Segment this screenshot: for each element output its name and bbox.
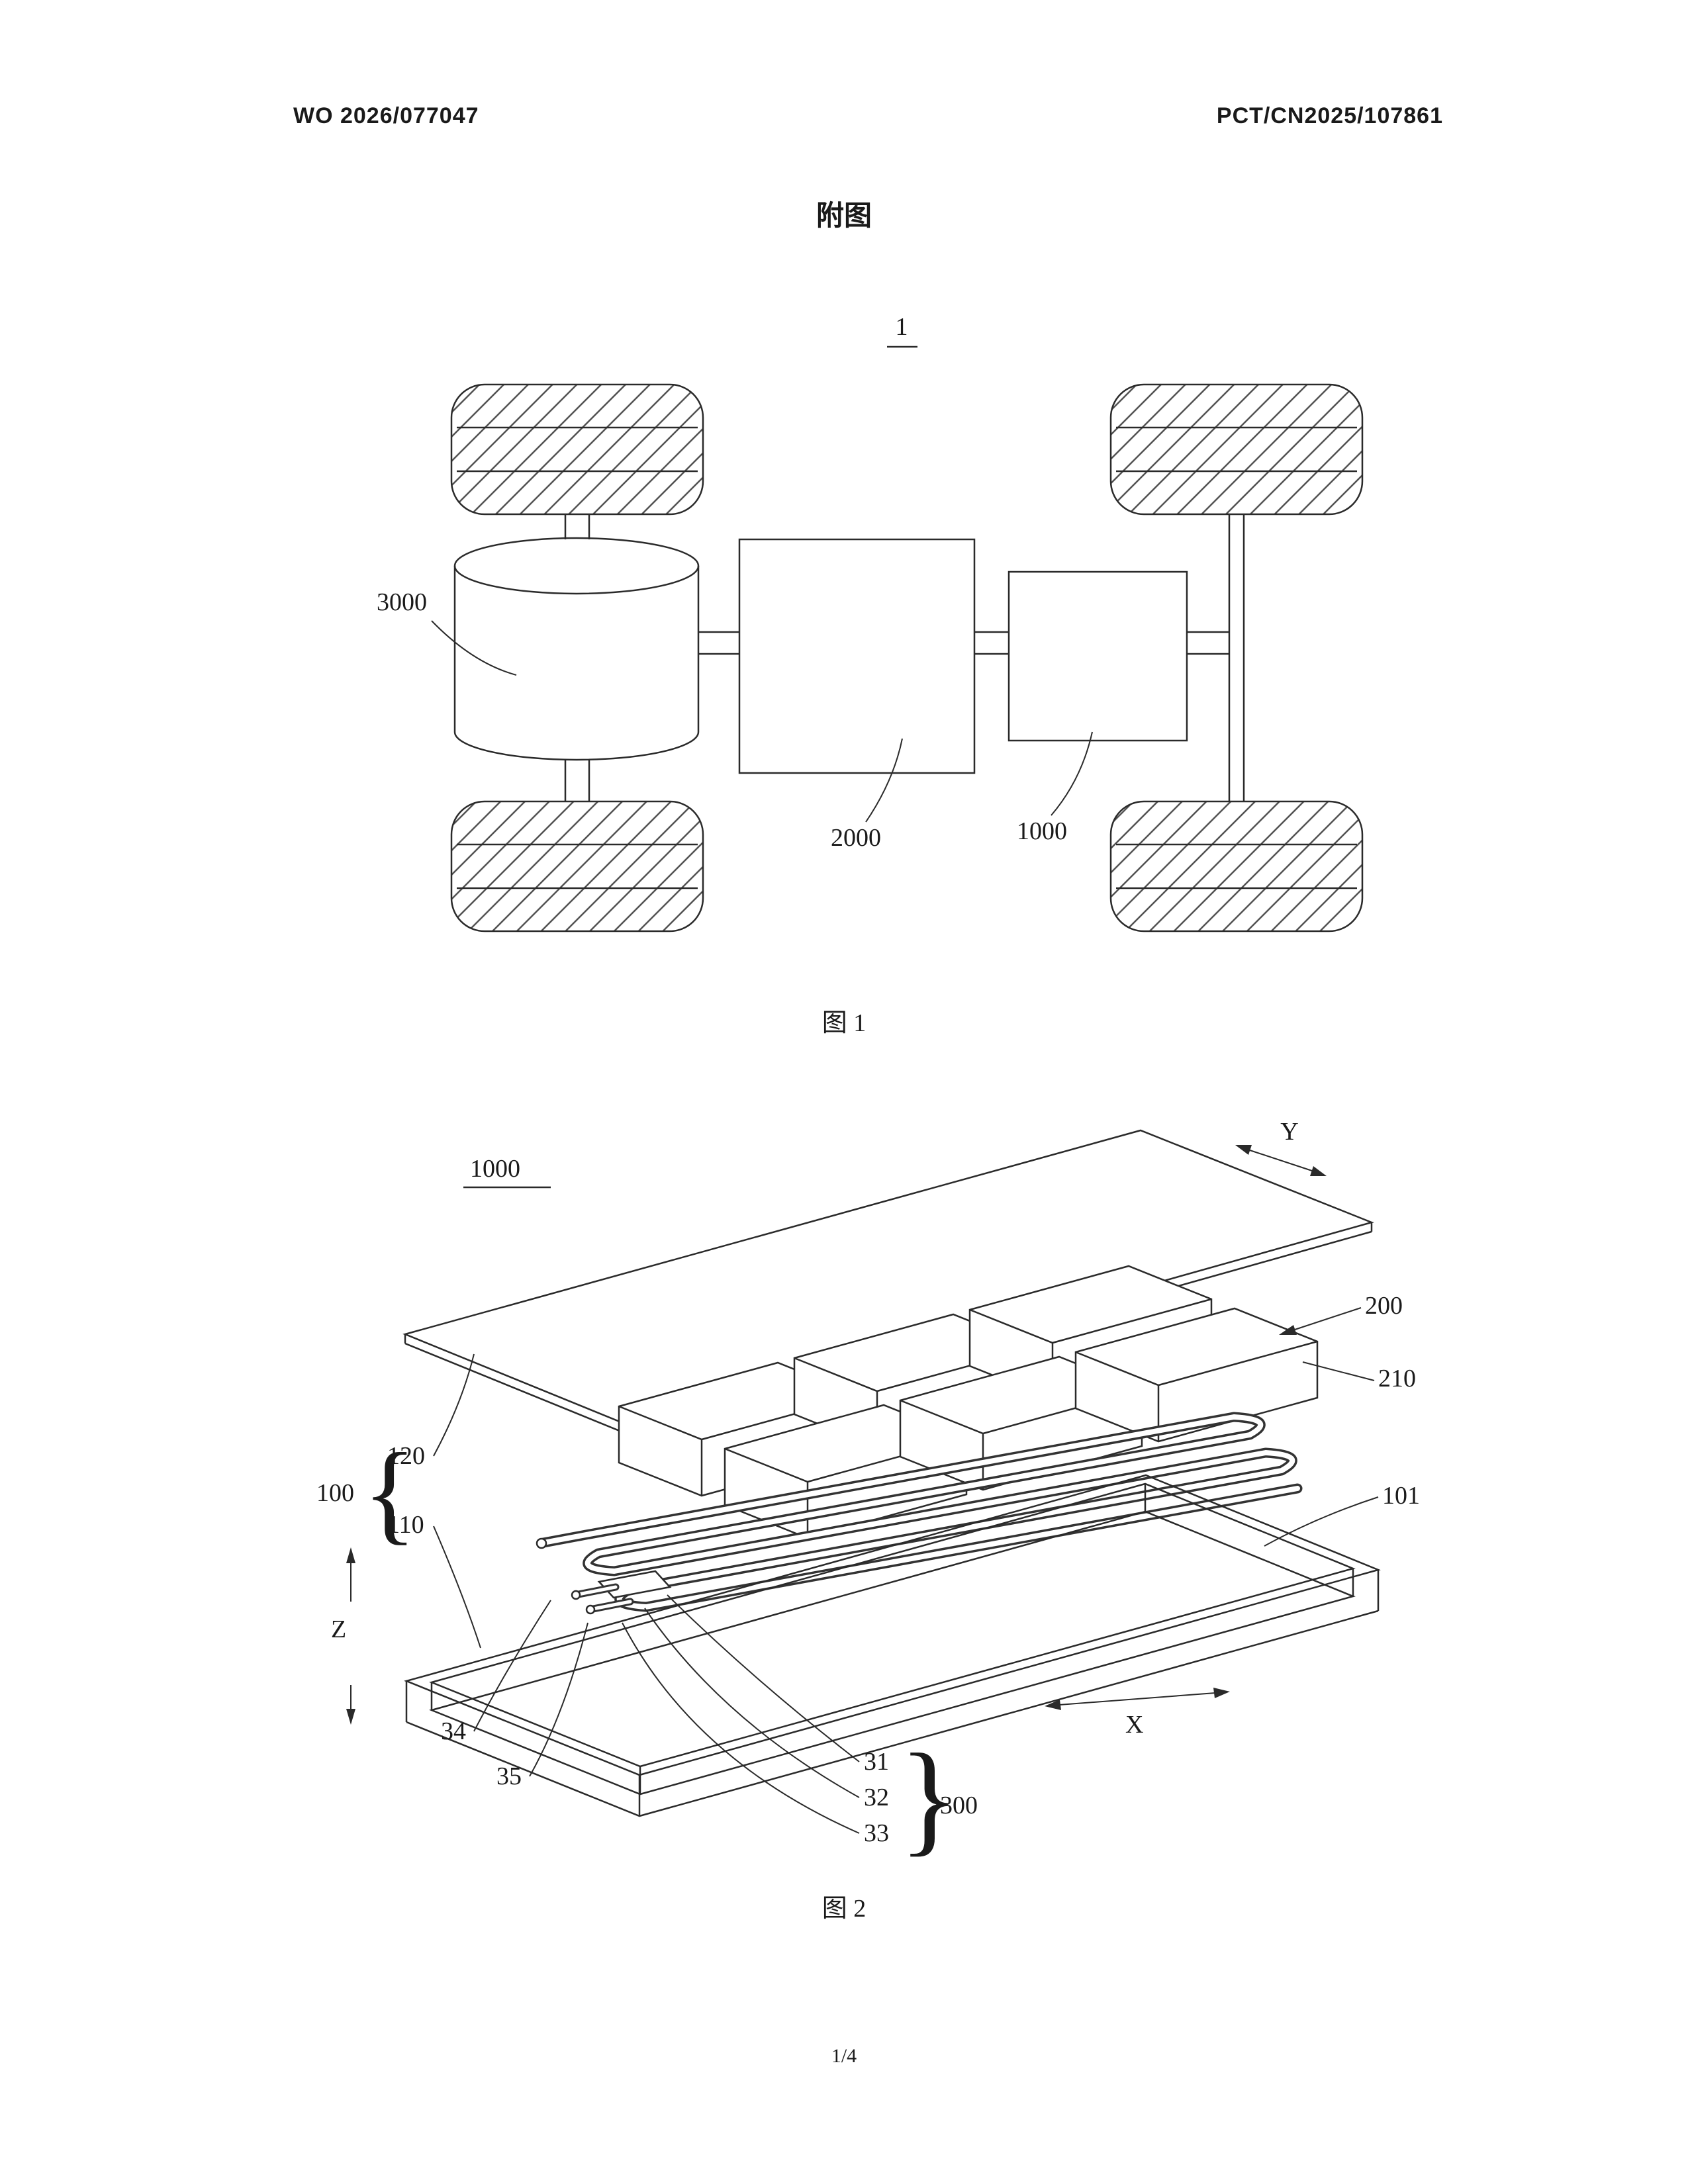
- leader-210: [1302, 1361, 1375, 1381]
- leader-1000: [1051, 731, 1093, 816]
- brace-100-group: {: [363, 1430, 417, 1555]
- leader-34: [473, 1600, 551, 1732]
- lower-tray: [404, 1474, 1381, 1817]
- leader-110: [433, 1525, 481, 1649]
- ref-label-100: 100: [316, 1479, 354, 1507]
- axis-x-label: X: [1125, 1711, 1143, 1739]
- figure1-ref-label: 1: [896, 313, 908, 341]
- application-number: PCT/CN2025/107861: [1216, 103, 1443, 128]
- leader-200: [1290, 1307, 1362, 1332]
- ref-label-35: 35: [496, 1762, 522, 1790]
- axis-x-arrow: [1045, 1688, 1230, 1710]
- figure-1-drawing: 1: [377, 313, 1364, 933]
- ref-label-32: 32: [864, 1784, 889, 1811]
- drawings-section-title: 附图: [816, 201, 872, 232]
- component-3000-cylinder: [453, 537, 700, 761]
- leader-32: [644, 1608, 860, 1798]
- ref-label-3000: 3000: [377, 588, 427, 616]
- ref-label-101: 101: [1382, 1482, 1420, 1510]
- wheel-front-left: [450, 383, 704, 516]
- publication-number: WO 2026/077047: [293, 103, 479, 128]
- figure2-ref-label: 1000: [470, 1155, 520, 1183]
- ref-label-120: 120: [387, 1442, 425, 1470]
- axis-y-arrow: [1235, 1145, 1327, 1176]
- leader-35: [529, 1622, 588, 1777]
- component-2000-box: [738, 538, 976, 774]
- leader-101: [1264, 1496, 1379, 1547]
- ref-label-1000: 1000: [1017, 817, 1067, 845]
- ref-label-33: 33: [864, 1819, 889, 1847]
- page-number: 1/4: [831, 2045, 857, 2067]
- wheel-rear-left: [450, 800, 704, 933]
- leader-120: [433, 1353, 475, 1457]
- figure-2-drawing: 1000 Y: [316, 1118, 1420, 1868]
- axis-y-label: Y: [1280, 1118, 1298, 1146]
- wheel-front-right: [1109, 383, 1364, 516]
- ref-label-200: 200: [1365, 1292, 1403, 1320]
- ref-label-300: 300: [940, 1792, 978, 1819]
- ref-label-110: 110: [387, 1511, 424, 1539]
- ref-label-34: 34: [441, 1717, 466, 1745]
- leader-33: [622, 1622, 860, 1834]
- axis-z-arrow: [346, 1547, 355, 1725]
- component-1000-box: [1008, 570, 1188, 742]
- leader-2000: [865, 738, 903, 823]
- drive-shafts: [698, 631, 1229, 655]
- ref-label-31: 31: [864, 1748, 889, 1776]
- front-axle-left: [564, 514, 590, 801]
- figure2-caption: 图 2: [821, 1895, 867, 1923]
- rear-axle: [1228, 514, 1245, 801]
- leader-200-arrowhead: [1279, 1325, 1297, 1335]
- ref-label-2000: 2000: [831, 824, 881, 852]
- leader-31: [667, 1594, 860, 1762]
- ref-label-210: 210: [1378, 1365, 1416, 1392]
- wheel-rear-right: [1109, 800, 1364, 933]
- pipe-fittings: [571, 1570, 672, 1615]
- brace-300-group: }: [899, 1729, 959, 1868]
- axis-z-label: Z: [331, 1615, 346, 1643]
- battery-module: [1074, 1307, 1319, 1443]
- leader-3000: [431, 620, 517, 676]
- figure1-caption: 图 1: [821, 1009, 867, 1037]
- battery-module-group: [618, 1265, 1319, 1539]
